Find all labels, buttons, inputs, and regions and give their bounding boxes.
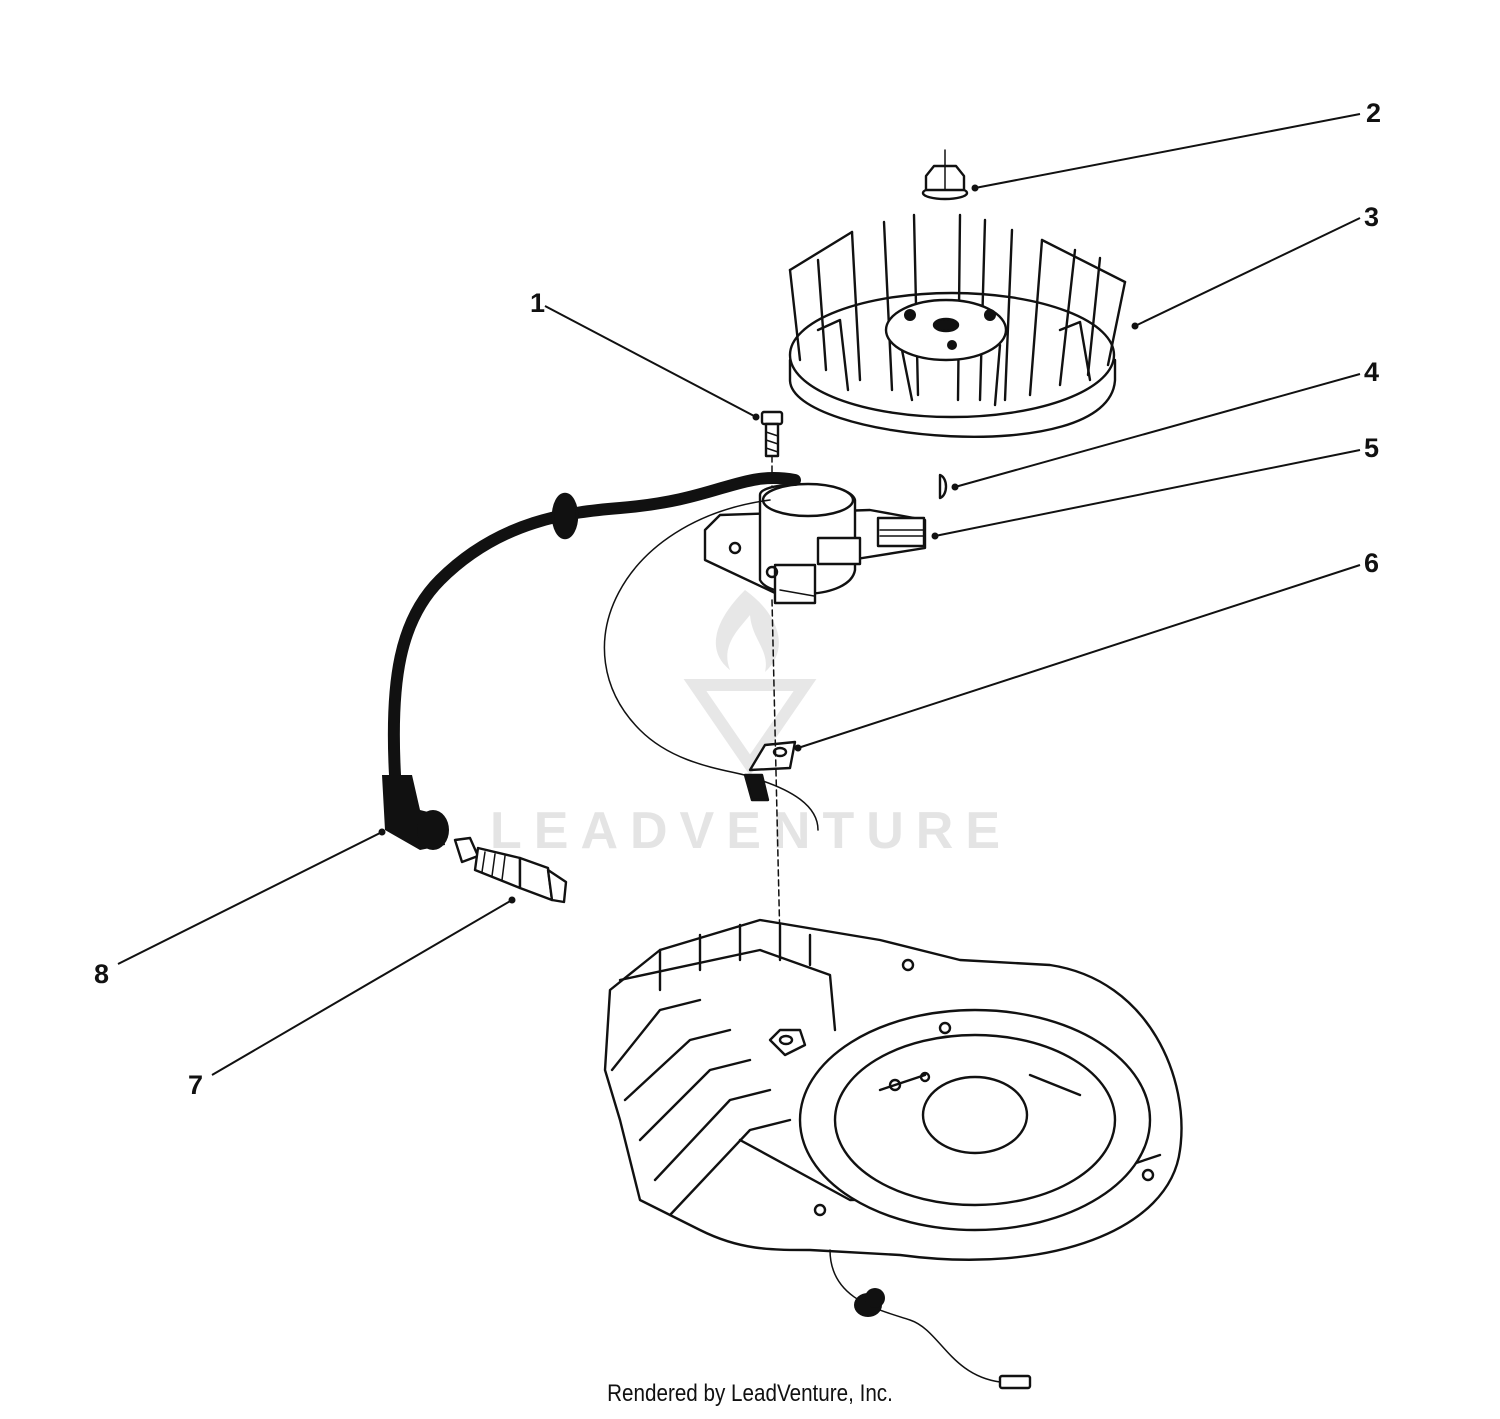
part-6-ground-clip (743, 740, 797, 802)
part-3-flywheel (788, 213, 1127, 438)
ground-wire (603, 499, 819, 831)
callout-1-label: 1 (530, 288, 545, 318)
callout-8: 8 (94, 828, 386, 989)
part-8-spark-plug-boot-and-lead (382, 471, 801, 850)
callout-3-label: 3 (1364, 202, 1379, 232)
callout-8-label: 8 (94, 959, 109, 989)
watermark-text: LEADVENTURE (490, 802, 1012, 860)
part-7-spark-plug (453, 836, 568, 904)
part-4-flywheel-key (938, 473, 948, 500)
callout-5-label: 5 (1364, 433, 1379, 463)
callout-2-label: 2 (1366, 98, 1381, 128)
credit-line: Rendered by LeadVenture, Inc. (607, 1380, 893, 1407)
callout-3: 3 (1131, 202, 1379, 330)
engine-block (603, 918, 1183, 1390)
leadventure-watermark-logo (683, 590, 817, 776)
callout-6-label: 6 (1364, 548, 1379, 578)
callout-5: 5 (931, 433, 1379, 540)
callout-4-label: 4 (1364, 357, 1379, 387)
callout-4: 4 (951, 357, 1379, 491)
callout-7-label: 7 (188, 1070, 203, 1100)
part-2-flywheel-nut (921, 149, 969, 201)
callout-1: 1 (530, 288, 760, 421)
callout-6: 6 (794, 548, 1379, 752)
callout-7: 7 (188, 896, 516, 1100)
part-5-ignition-module (703, 482, 927, 605)
callout-2: 2 (971, 98, 1381, 192)
